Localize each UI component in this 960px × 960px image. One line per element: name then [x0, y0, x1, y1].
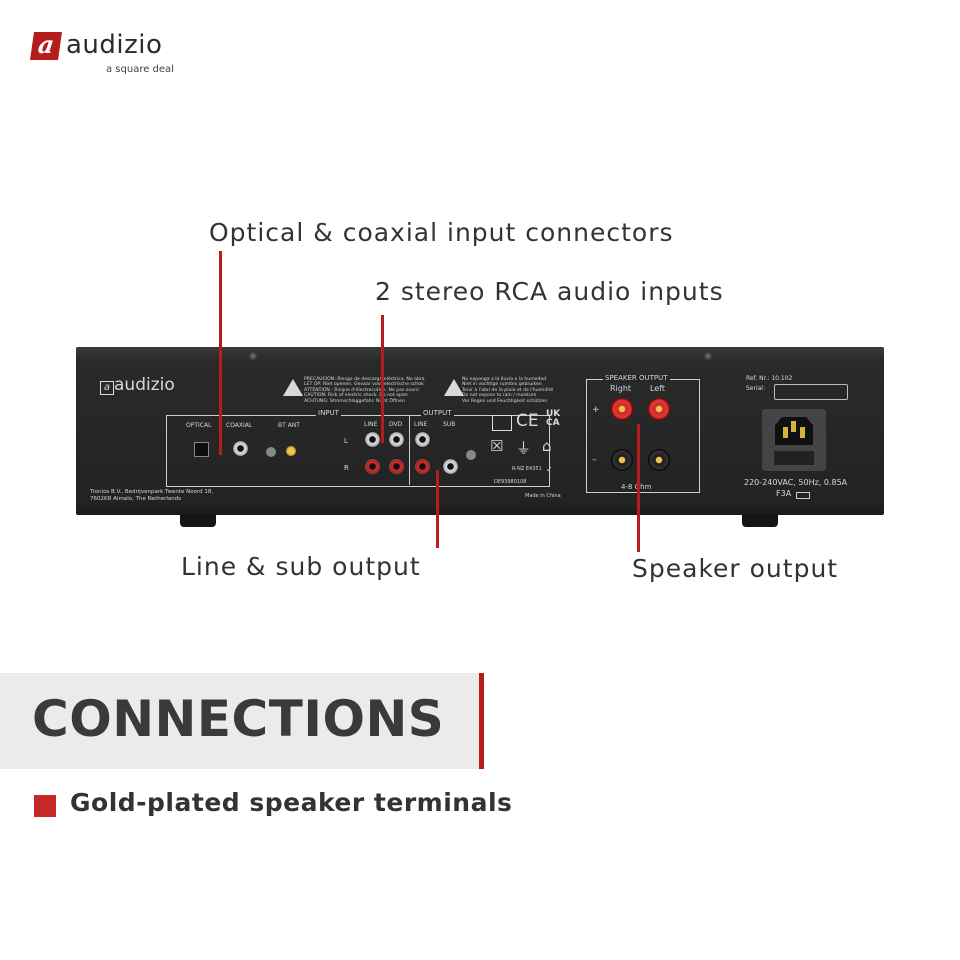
output-label: OUTPUT: [421, 409, 454, 417]
brand-mark-icon: a: [30, 30, 62, 60]
fuse-drawer: [774, 451, 814, 465]
speaker-output-panel: [586, 379, 700, 493]
rca-line-in-left: [364, 431, 381, 448]
ref-number: Ref. Nr.: 10.102: [746, 375, 793, 382]
device-logo-mark-icon: a: [100, 381, 114, 395]
speaker-right-positive-terminal: [611, 398, 633, 420]
screw-icon: [466, 450, 476, 460]
moisture-warning-icon: [444, 379, 464, 396]
ukca-mark: UK CA: [546, 409, 561, 428]
warning-text: PRECAUCION: Riesgo de descarga eléctrica…: [304, 377, 425, 404]
speaker-output-title: SPEAKER OUTPUT: [603, 374, 670, 382]
io-panel: [166, 415, 550, 487]
rca-dvd-in-right: [388, 458, 405, 475]
label-speaker-output: Speaker output: [632, 554, 839, 583]
negative-label: –: [592, 455, 597, 465]
input-label: INPUT: [316, 409, 341, 417]
manual-icon: [492, 415, 512, 431]
device-foot: [180, 515, 216, 527]
bullet-square-icon: [34, 795, 56, 817]
rca-sub-out: [442, 458, 459, 475]
line-in-label: LINE: [364, 421, 378, 428]
positive-label: +: [592, 405, 600, 415]
label-rca-inputs: 2 stereo RCA audio inputs: [375, 277, 724, 306]
screw-icon: [703, 351, 713, 361]
ground-icon: ⏚: [516, 439, 532, 457]
de-code: DE93980108: [494, 479, 527, 485]
power-rating: 220-240VAC, 50Hz, 0.85A: [744, 478, 848, 487]
rca-line-out-left: [414, 431, 431, 448]
power-pin: [800, 427, 805, 438]
bt-screw-icon: [266, 447, 276, 457]
impedance-label: 4-8 Ohm: [621, 483, 652, 491]
made-in-label: Made in China: [525, 493, 561, 499]
brand-logo: a audizio a square deal: [30, 30, 192, 80]
coaxial-port: [232, 440, 249, 457]
brand-tagline: a square deal: [106, 64, 174, 75]
heading-accent-bar: [479, 673, 484, 769]
speaker-right-label: Right: [610, 384, 632, 393]
serial-label: Serial:: [746, 385, 765, 392]
power-pin: [783, 427, 788, 438]
speaker-left-positive-terminal: [648, 398, 670, 420]
warning-triangle-icon: [283, 379, 303, 396]
pointer-rca-inputs: [381, 315, 384, 443]
channel-right-label: R: [344, 464, 349, 472]
rcm-icon: ✓: [546, 465, 553, 474]
channel-left-label: L: [344, 437, 348, 445]
label-line-sub-output: Line & sub output: [181, 552, 421, 581]
dvd-label: DVD: [389, 421, 403, 428]
heading-band: [0, 673, 480, 769]
pointer-optical-coaxial: [219, 251, 222, 455]
speaker-left-negative-terminal: [648, 449, 670, 471]
power-pin: [791, 421, 796, 432]
device-body: [76, 347, 884, 515]
rca-line-in-right: [364, 458, 381, 475]
ce-mark: CE: [516, 411, 539, 431]
indoor-use-icon: ⌂: [542, 437, 552, 455]
moisture-text: No exponga a la lluvia o la humedad Niet…: [462, 377, 554, 404]
line-out-label: LINE: [414, 421, 428, 428]
device-foot: [742, 515, 778, 527]
rnz-code: R-NZ E4351: [512, 466, 542, 472]
section-heading: CONNECTIONS: [32, 690, 445, 748]
weee-bin-icon: ☒: [490, 437, 504, 455]
io-divider: [409, 415, 410, 485]
pointer-line-sub: [436, 470, 439, 548]
rca-dvd-in-left: [388, 431, 405, 448]
optical-port: [194, 442, 209, 457]
speaker-left-label: Left: [650, 384, 666, 393]
bt-antenna-port: [286, 446, 296, 456]
label-optical-coaxial: Optical & coaxial input connectors: [209, 218, 674, 247]
coaxial-label: COAXIAL: [226, 422, 253, 429]
screw-icon: [248, 351, 258, 361]
speaker-right-negative-terminal: [611, 449, 633, 471]
bt-ant-label: BT ANT: [278, 422, 300, 429]
serial-box: [774, 384, 848, 400]
optical-label: OPTICAL: [186, 422, 212, 429]
feature-bullet: Gold-plated speaker terminals: [70, 788, 513, 817]
manufacturer-address: Tronios B.V., Bedrijvenpark Twente Noord…: [90, 489, 214, 502]
sub-label: SUB: [443, 421, 456, 428]
pointer-speaker: [637, 424, 640, 552]
brand-name: audizio: [66, 30, 163, 60]
fuse-rating: F3A: [776, 489, 792, 498]
iec-socket: [775, 417, 813, 445]
rca-line-out-right: [414, 458, 431, 475]
fuse-icon: [796, 492, 810, 499]
power-inlet: [762, 409, 826, 471]
